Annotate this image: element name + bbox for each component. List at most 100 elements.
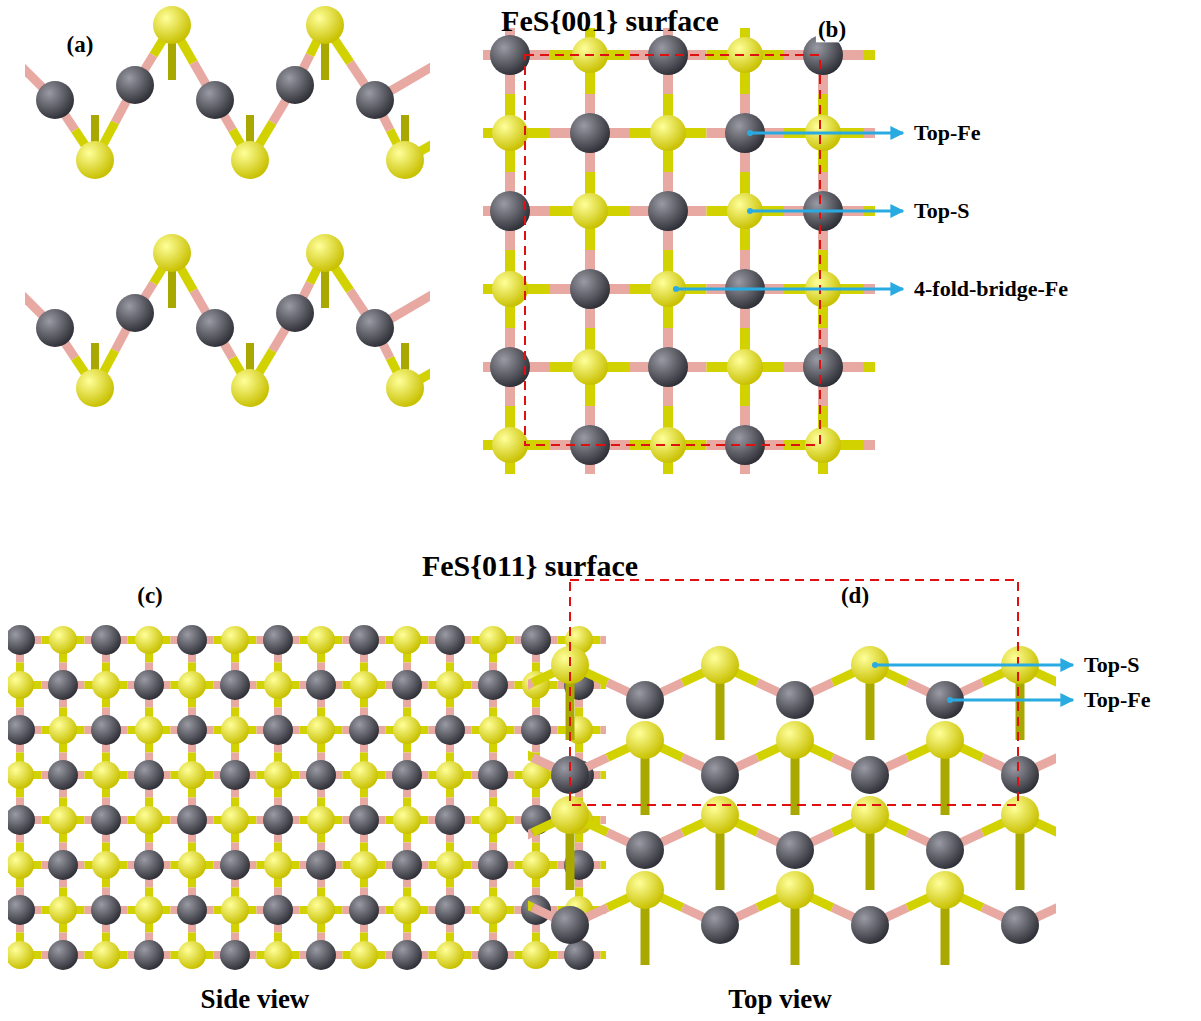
fe-atom xyxy=(91,715,121,745)
bond xyxy=(528,833,533,851)
leader-dot xyxy=(872,662,878,668)
s-atom xyxy=(572,193,608,229)
fe-atom xyxy=(134,940,164,970)
leader-arrow xyxy=(875,664,1073,667)
s-atom xyxy=(264,851,292,879)
s-atom xyxy=(231,141,269,179)
s-atom xyxy=(178,761,206,789)
fe-atom xyxy=(263,625,293,655)
fe-atom xyxy=(356,81,394,119)
fe-atom xyxy=(306,850,336,880)
fe-atom xyxy=(263,895,293,925)
s-atom xyxy=(92,941,120,969)
fe-atom xyxy=(8,895,35,925)
fe-atom xyxy=(349,805,379,835)
s-atom xyxy=(436,851,464,879)
leader-arrow xyxy=(750,132,903,135)
fe-atom xyxy=(776,831,814,869)
s-atom xyxy=(264,941,292,969)
s-atom xyxy=(436,761,464,789)
fe-atom xyxy=(356,309,394,347)
fes-001-top-view xyxy=(483,28,875,474)
fe-atom xyxy=(392,760,422,790)
fe-atom xyxy=(701,906,739,944)
fe-atom xyxy=(648,347,688,387)
s-atom xyxy=(135,716,163,744)
view-label: Side view xyxy=(199,985,312,1015)
s-atom xyxy=(153,234,191,272)
leader-arrow xyxy=(750,210,903,213)
fe-atom xyxy=(490,191,530,231)
s-atom xyxy=(650,427,686,463)
fe-atom xyxy=(1001,756,1039,794)
s-atom xyxy=(178,671,206,699)
fe-atom xyxy=(435,625,465,655)
panel-heading: FeS{001} surface xyxy=(499,4,721,37)
s-atom xyxy=(851,796,889,834)
fe-atom xyxy=(8,805,35,835)
fe-atom xyxy=(478,940,508,970)
s-atom xyxy=(221,806,249,834)
bond xyxy=(528,683,533,701)
s-atom xyxy=(926,871,964,909)
s-atom xyxy=(650,115,686,151)
site-label: Top-S xyxy=(912,199,971,223)
s-atom xyxy=(350,761,378,789)
fe-atom xyxy=(177,895,207,925)
s-atom xyxy=(701,646,739,684)
fe-atom xyxy=(803,347,843,387)
leader-arrow xyxy=(950,699,1073,702)
bond xyxy=(601,951,607,959)
fe-atom xyxy=(392,670,422,700)
s-atom xyxy=(492,271,528,307)
s-atom xyxy=(350,851,378,879)
fe-atom xyxy=(564,940,594,970)
s-atom xyxy=(727,349,763,385)
fe-atom xyxy=(306,670,336,700)
fe-atom xyxy=(91,625,121,655)
s-atom xyxy=(264,671,292,699)
s-atom xyxy=(626,871,664,909)
s-atom xyxy=(551,796,589,834)
s-atom xyxy=(393,716,421,744)
fe-atom xyxy=(478,670,508,700)
s-atom xyxy=(135,806,163,834)
bond xyxy=(601,726,607,734)
fe-atom xyxy=(177,805,207,835)
fe-atom xyxy=(349,715,379,745)
fe-atom xyxy=(435,805,465,835)
fe-atom xyxy=(392,940,422,970)
fe-atom xyxy=(116,294,154,332)
fe-atom xyxy=(116,66,154,104)
fe-atom xyxy=(134,850,164,880)
s-atom xyxy=(221,716,249,744)
s-atom xyxy=(221,626,249,654)
bond xyxy=(863,50,875,60)
fe-atom xyxy=(276,294,314,332)
s-atom xyxy=(135,626,163,654)
fe-atom xyxy=(8,715,35,745)
fe-atom xyxy=(220,760,250,790)
s-atom xyxy=(92,671,120,699)
leader-dot xyxy=(947,697,953,703)
fe-atom xyxy=(177,625,207,655)
fe-atom xyxy=(478,850,508,880)
s-atom xyxy=(306,6,344,44)
fe-atom xyxy=(48,850,78,880)
s-atom xyxy=(393,626,421,654)
fe-atom xyxy=(134,760,164,790)
s-atom xyxy=(386,369,424,407)
fe-atom xyxy=(926,831,964,869)
s-atom xyxy=(49,716,77,744)
fe-atom xyxy=(435,895,465,925)
fe-atom xyxy=(478,760,508,790)
s-atom xyxy=(8,671,34,699)
s-atom xyxy=(393,896,421,924)
s-atom xyxy=(307,716,335,744)
fe-atom xyxy=(196,81,234,119)
site-label: Top-S xyxy=(1082,653,1141,677)
s-atom xyxy=(76,369,114,407)
s-atom xyxy=(49,896,77,924)
fe-atom xyxy=(91,895,121,925)
fe-atom xyxy=(851,756,889,794)
